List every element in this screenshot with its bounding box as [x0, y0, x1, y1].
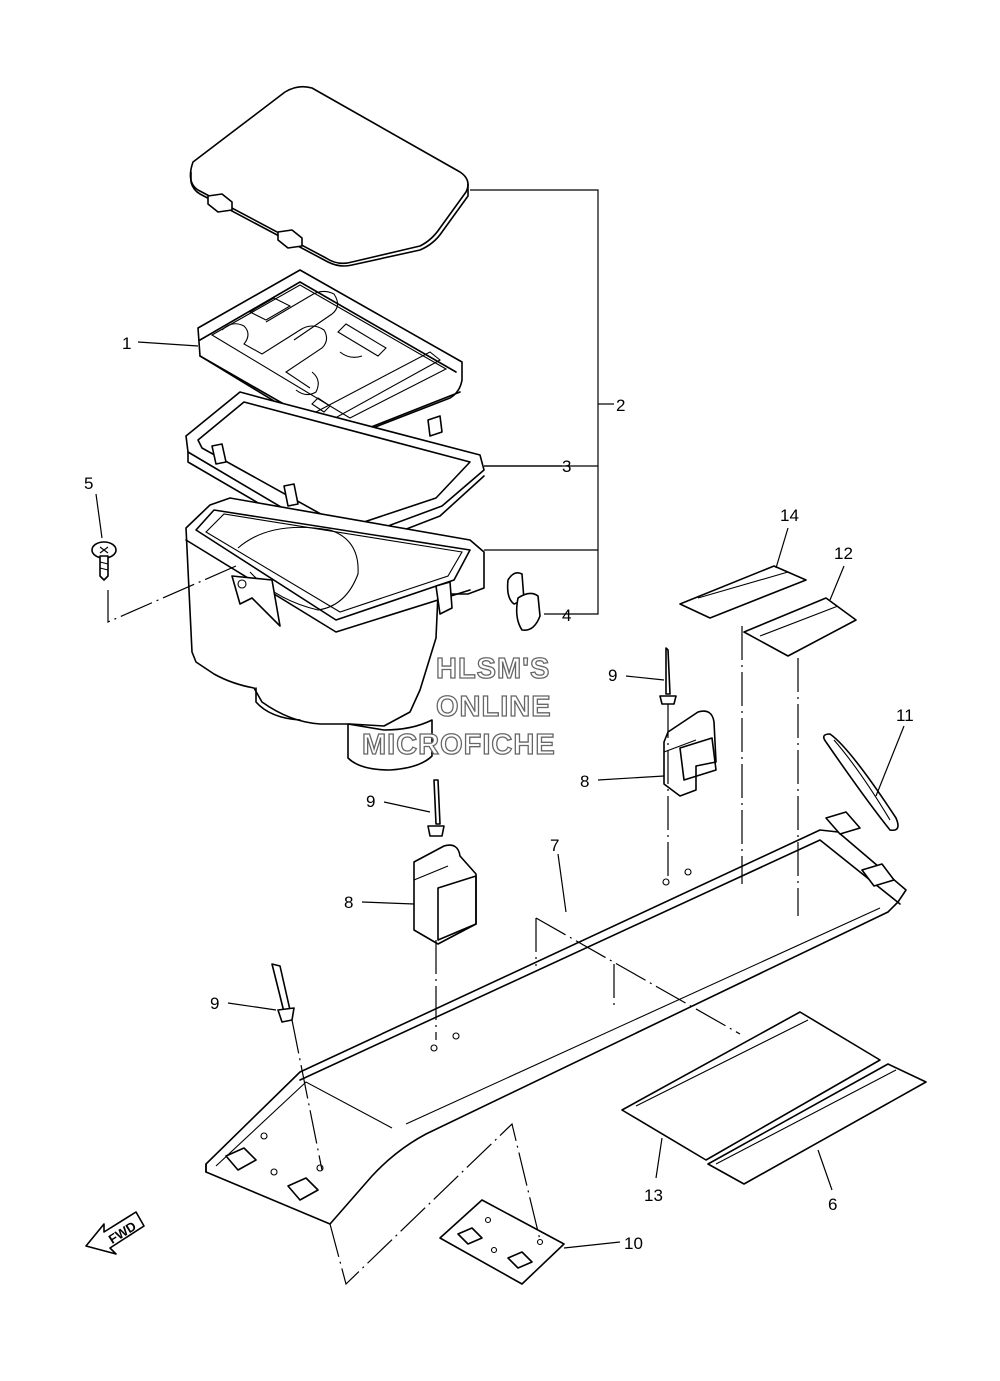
rivet-upper[interactable] [659, 647, 677, 705]
callout-6: 6 [828, 1195, 837, 1214]
screw[interactable] [91, 541, 117, 581]
fastener-clip[interactable] [506, 572, 541, 632]
callout-10: 10 [624, 1234, 643, 1253]
assembly-centerlines [107, 565, 799, 1286]
label-sheet-14[interactable] [679, 565, 807, 619]
forward-direction-arrow: FWD [85, 1211, 145, 1255]
storage-box-lid[interactable] [189, 85, 469, 267]
callout-9-lower: 9 [210, 994, 219, 1013]
callout-5: 5 [84, 474, 93, 493]
callout-8-upper: 8 [580, 772, 589, 791]
label-sheet-6[interactable] [707, 1063, 927, 1185]
callout-11: 11 [896, 706, 914, 725]
callout-8-lower: 8 [344, 893, 353, 912]
storage-box-case[interactable] [185, 497, 485, 771]
callout-13: 13 [644, 1186, 663, 1205]
callout-12: 12 [834, 544, 853, 563]
watermark-line-1: HLSM'S [436, 653, 550, 685]
watermark: HLSM'S ONLINE MICROFICHE [361, 652, 556, 761]
callout-1: 1 [122, 334, 131, 353]
callout-2: 2 [616, 396, 625, 415]
assembly-bracket [470, 189, 614, 615]
rivet-lower[interactable] [271, 963, 295, 1023]
rivet-middle[interactable] [427, 779, 445, 837]
label-sheet-13[interactable] [621, 1011, 881, 1161]
label-sheet-12[interactable] [743, 597, 857, 657]
callout-4: 4 [562, 606, 571, 625]
callout-7: 7 [550, 836, 559, 855]
callout-numbers: 1 2 3 4 5 6 7 8 8 9 9 9 10 11 12 13 14 [84, 334, 914, 1253]
spacer-plate[interactable] [439, 1199, 565, 1285]
watermark-line-3: MICROFICHE [362, 729, 556, 761]
callout-9-middle: 9 [366, 792, 375, 811]
bracket-lower[interactable] [413, 844, 477, 945]
callout-14: 14 [780, 506, 799, 525]
callout-9-upper: 9 [608, 666, 617, 685]
rubber-band[interactable] [822, 733, 899, 832]
bracket-upper[interactable] [663, 710, 717, 797]
tool-kit-tray[interactable] [197, 269, 463, 441]
mounting-plate[interactable] [205, 811, 907, 1225]
callout-3: 3 [562, 457, 571, 476]
watermark-line-2: ONLINE [436, 691, 552, 723]
leader-lines [95, 341, 905, 1249]
